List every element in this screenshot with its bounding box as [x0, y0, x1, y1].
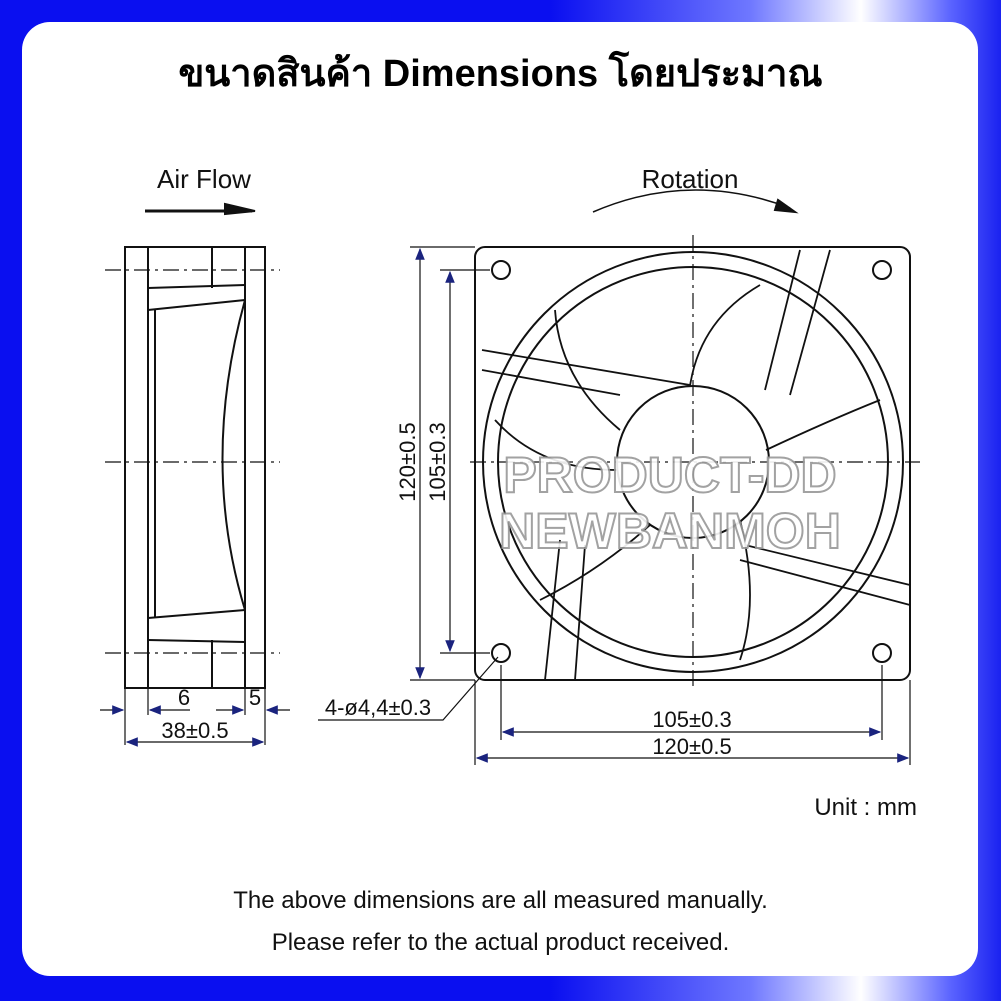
watermark: PRODUCT-DD NEWBANMOH: [498, 446, 842, 560]
note-line-1: The above dimensions are all measured ma…: [233, 887, 768, 914]
unit-label: Unit : mm: [814, 794, 917, 821]
dim-width-holes: 105±0.3: [652, 707, 731, 732]
page-title: ขนาดสินค้า Dimensions โดยประมาณ: [178, 53, 823, 95]
dim-height-holes: 105±0.3: [425, 422, 450, 501]
blades: [494, 284, 881, 661]
hole-spec: 4-ø4,4±0.3: [325, 695, 431, 720]
watermark-line-1: PRODUCT-DD: [503, 447, 836, 503]
dim-height-outer: 120±0.5: [395, 422, 420, 501]
dim-6: 6: [178, 685, 190, 710]
mounting-holes: [491, 260, 892, 663]
dim-depth: 38±0.5: [161, 718, 228, 743]
dim-5: 5: [249, 685, 261, 710]
airflow-label: Air Flow: [157, 164, 251, 194]
front-view: [318, 189, 920, 765]
dim-width-outer: 120±0.5: [652, 734, 731, 759]
content-panel: [22, 22, 978, 976]
rotation-label: Rotation: [642, 164, 739, 194]
side-view: [100, 202, 290, 747]
watermark-line-2: NEWBANMOH: [499, 503, 841, 559]
note-line-2: Please refer to the actual product recei…: [271, 929, 730, 956]
